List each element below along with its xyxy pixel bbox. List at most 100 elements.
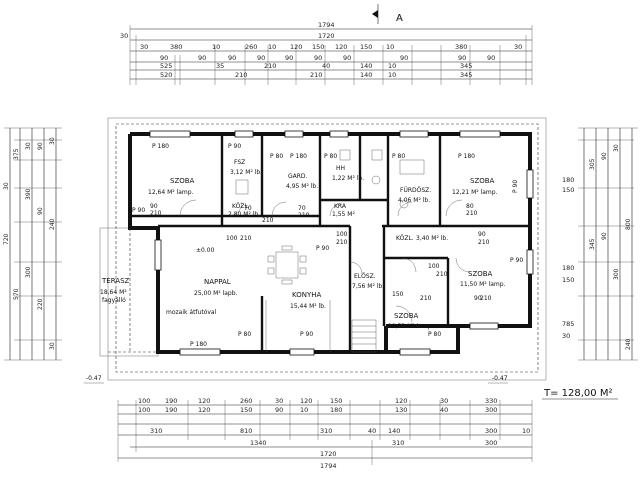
windows xyxy=(149,130,534,356)
door-dim: 70 xyxy=(298,205,306,212)
room-gard-name: GARD. xyxy=(288,173,308,180)
dim-text: 150 xyxy=(240,406,252,414)
bottom-dimension-lines xyxy=(117,400,533,465)
opening-label: P 90 xyxy=(510,257,523,264)
door-dim: 210 xyxy=(262,217,274,224)
door-dim: 210 xyxy=(150,210,162,217)
dim-text: 90 xyxy=(257,54,265,62)
dim-text: 90 xyxy=(198,54,206,62)
dim-text: 30 xyxy=(3,182,10,190)
dim-text: 30 xyxy=(613,144,620,152)
opening-label: P 90 xyxy=(512,180,519,193)
dim-text: 310 xyxy=(150,427,162,435)
dim-text: 130 xyxy=(395,406,407,414)
dim-text: 330 xyxy=(485,397,497,405)
left-dimension-texts: 30 720 375 570 30 390 300 90 90 220 240 … xyxy=(3,137,56,350)
dim-text: 300 xyxy=(485,406,497,414)
dim-text: 800 xyxy=(625,218,632,230)
dim-text: 10 xyxy=(268,43,276,51)
door-dim: 210 xyxy=(240,235,252,242)
dim-text: 310 xyxy=(392,439,404,447)
door-dim: 90 xyxy=(150,203,158,210)
room-eloszt-area: 7,56 M² lb. xyxy=(352,283,384,290)
dim-text: 300 xyxy=(25,266,32,278)
door-dim: 210 xyxy=(480,295,492,302)
room-hh-name: HH xyxy=(336,165,345,172)
dim-text: 345 xyxy=(460,62,472,70)
dim-text: 90 xyxy=(601,232,608,240)
opening-labels: P 180 P 90 P 80 P 180 P 80 P 80 P 180 P … xyxy=(132,143,523,348)
dim-text: 90 xyxy=(160,54,168,62)
opening-label: P 80 xyxy=(270,153,283,160)
elevation-markers: -0.47 -0.47 ±0.00 xyxy=(84,247,508,384)
section-marker-label: A xyxy=(396,13,403,24)
room-kozl2-name: KÖZL. xyxy=(396,235,414,242)
door-dim: 210 xyxy=(420,295,432,302)
dim-text: 260 xyxy=(245,43,257,51)
dim-text: 90 xyxy=(400,54,408,62)
room-nappal-name: NAPPAL xyxy=(204,278,231,286)
room-nappal-area: 25,00 M² lapb. xyxy=(194,290,238,297)
dim-text: 300 xyxy=(613,268,620,280)
dim-text: 10 xyxy=(386,43,394,51)
dim-text: 1720 xyxy=(320,450,337,458)
dim-text: 345 xyxy=(460,71,472,79)
right-dimension-texts: 180 150 180 150 785 30 305 345 90 90 30 … xyxy=(562,144,632,350)
door-dim: 210 xyxy=(298,212,310,219)
dim-text: 10 xyxy=(212,43,220,51)
room-gard-area: 4,95 M² lb. xyxy=(286,183,318,190)
building-outline xyxy=(99,117,547,381)
dim-text: 90 xyxy=(228,54,236,62)
bottom-dimension-texts: 100 190 120 260 30 120 150 120 30 330 10… xyxy=(138,397,530,470)
door-dim: 90 xyxy=(474,295,482,302)
room-szoba2-area: 12,21 M² lamp. xyxy=(452,189,498,196)
dim-text: 30 xyxy=(49,137,56,145)
dim-text: 100 xyxy=(138,397,150,405)
dim-text: 305 xyxy=(589,158,596,170)
dim-text: 300 xyxy=(485,439,497,447)
dim-text: 190 xyxy=(165,397,177,405)
dim-text: 150 xyxy=(312,43,324,51)
dim-text: 90 xyxy=(314,54,322,62)
dim-text: 10 xyxy=(388,62,396,70)
dim-text: 180 xyxy=(562,264,574,272)
dim-text: 390 xyxy=(25,188,32,200)
elev-floor: ±0.00 xyxy=(196,247,215,254)
dim-text: 90 xyxy=(285,54,293,62)
total-area: T= 128,00 M² xyxy=(542,388,618,400)
door-dim: 210 xyxy=(436,271,448,278)
dim-text: 35 xyxy=(216,62,224,70)
dim-text: 150 xyxy=(562,186,574,194)
dim-text: 30 xyxy=(120,32,128,40)
dim-text: 260 xyxy=(240,397,252,405)
dim-text: 120 xyxy=(300,397,312,405)
opening-label: P 90 xyxy=(316,245,329,252)
dim-text: 345 xyxy=(589,238,596,250)
room-konyha-name: KONYHA xyxy=(292,291,321,299)
opening-label: P 80 xyxy=(428,331,441,338)
dim-text: 120 xyxy=(335,43,347,51)
interior-walls xyxy=(130,134,530,352)
dim-text: 210 xyxy=(264,62,276,70)
room-furdo-area: 4,06 M² lb. xyxy=(398,197,430,204)
dim-text: 30 xyxy=(440,397,448,405)
dim-text: 220 xyxy=(37,298,44,310)
dim-text: 40 xyxy=(440,406,448,414)
dim-text: 120 xyxy=(395,397,407,405)
dim-text: 10 xyxy=(522,427,530,435)
terrace-outline xyxy=(108,228,158,353)
room-szoba3-area: 11,50 M² lamp. xyxy=(460,281,506,288)
top-dimension-lines xyxy=(129,25,533,85)
right-dimension-lines xyxy=(578,127,638,361)
dim-text: 30 xyxy=(25,142,32,150)
dim-text: 30 xyxy=(275,397,283,405)
opening-label: P 180 xyxy=(152,143,169,150)
room-szoba4-name: SZOBA xyxy=(394,312,419,320)
dim-text: 10 xyxy=(388,71,396,79)
dim-text: 140 xyxy=(360,62,372,70)
dim-text: 785 xyxy=(562,320,574,328)
room-kozl1-name: KÖZL. xyxy=(232,203,250,210)
opening-label: P 90 xyxy=(300,331,313,338)
room-kra-name: KRA xyxy=(334,203,347,210)
